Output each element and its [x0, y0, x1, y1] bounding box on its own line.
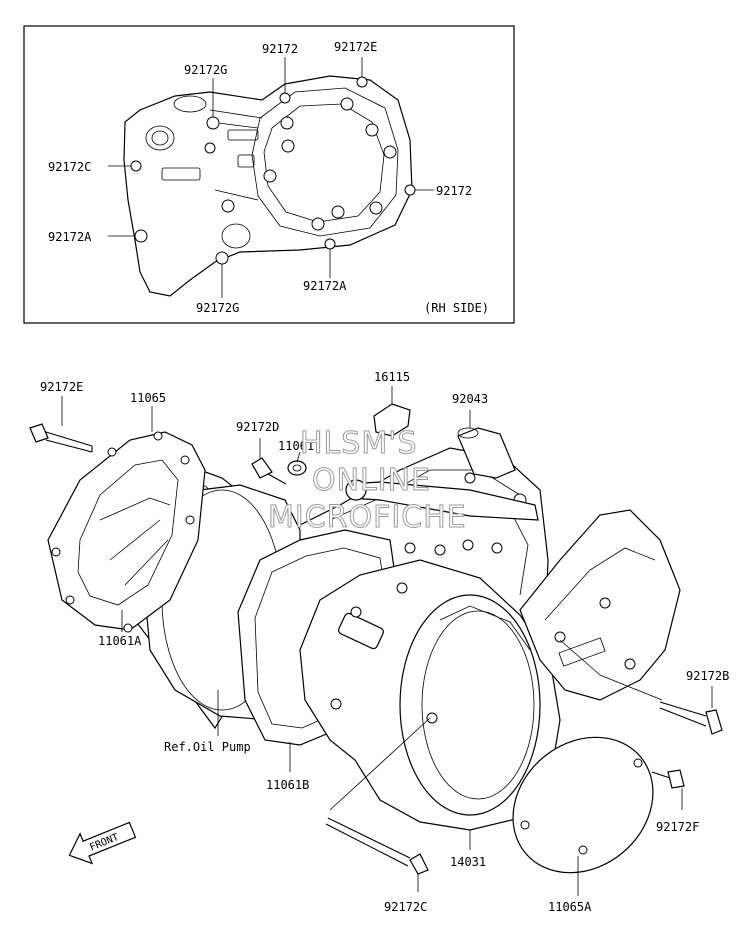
watermark-line-1: HLSM'S: [300, 426, 418, 461]
bolt-92172c: [409, 853, 429, 875]
callout-11065a: 11065A: [548, 900, 592, 914]
inset-callout-92172-top: 92172: [262, 42, 298, 56]
washer-11061: [287, 460, 307, 476]
callout-14031: 14031: [450, 855, 486, 869]
front-arrow: FRONT: [68, 821, 137, 865]
inset-callout-92172a-bottom: 92172A: [303, 279, 347, 293]
callout-ref-oil-pump: Ref.Oil Pump: [164, 740, 251, 754]
cover-11065: [47, 431, 206, 631]
collar-92043: [457, 427, 516, 479]
bolt-92172d: [251, 457, 273, 479]
exploded-view: 92172E 11065 92172D 11061 16115 92043 11…: [29, 370, 729, 914]
inset-callout-92172-right: 92172: [436, 184, 472, 198]
callout-92172f: 92172F: [656, 820, 699, 834]
watermark-line-2: ONLINE: [312, 463, 431, 498]
inset-callout-92172c: 92172C: [48, 160, 91, 174]
bolt-92172e: [29, 423, 49, 443]
bolt-92172f: [667, 769, 685, 789]
inset-side-label: (RH SIDE): [424, 301, 489, 315]
inset-callout-92172a-left: 92172A: [48, 230, 92, 244]
inset-callout-92172g-bottom: 92172G: [196, 301, 239, 315]
callout-92172c: 92172C: [384, 900, 427, 914]
callout-11065: 11065: [130, 391, 166, 405]
watermark: HLSM'S ONLINE MICROFICHE: [268, 426, 467, 536]
callout-92172e: 92172E: [40, 380, 83, 394]
callout-16115: 16115: [374, 370, 410, 384]
callout-92172d: 92172D: [236, 420, 279, 434]
watermark-line-3: MICROFICHE: [268, 500, 467, 535]
callout-92043: 92043: [452, 392, 488, 406]
callout-11061b: 11061B: [266, 778, 309, 792]
cover-11065a: [512, 736, 654, 874]
bolt-92172b: [705, 709, 723, 735]
inset-callout-92172g-top: 92172G: [184, 63, 227, 77]
inset-callout-92172e: 92172E: [334, 40, 377, 54]
callout-11061a: 11061A: [98, 634, 142, 648]
callout-92172b: 92172B: [686, 669, 729, 683]
callout-11061: 11061: [278, 439, 314, 453]
inset-panel: 92172 92172E 92172G 92172C 92172 92172A …: [23, 25, 515, 324]
